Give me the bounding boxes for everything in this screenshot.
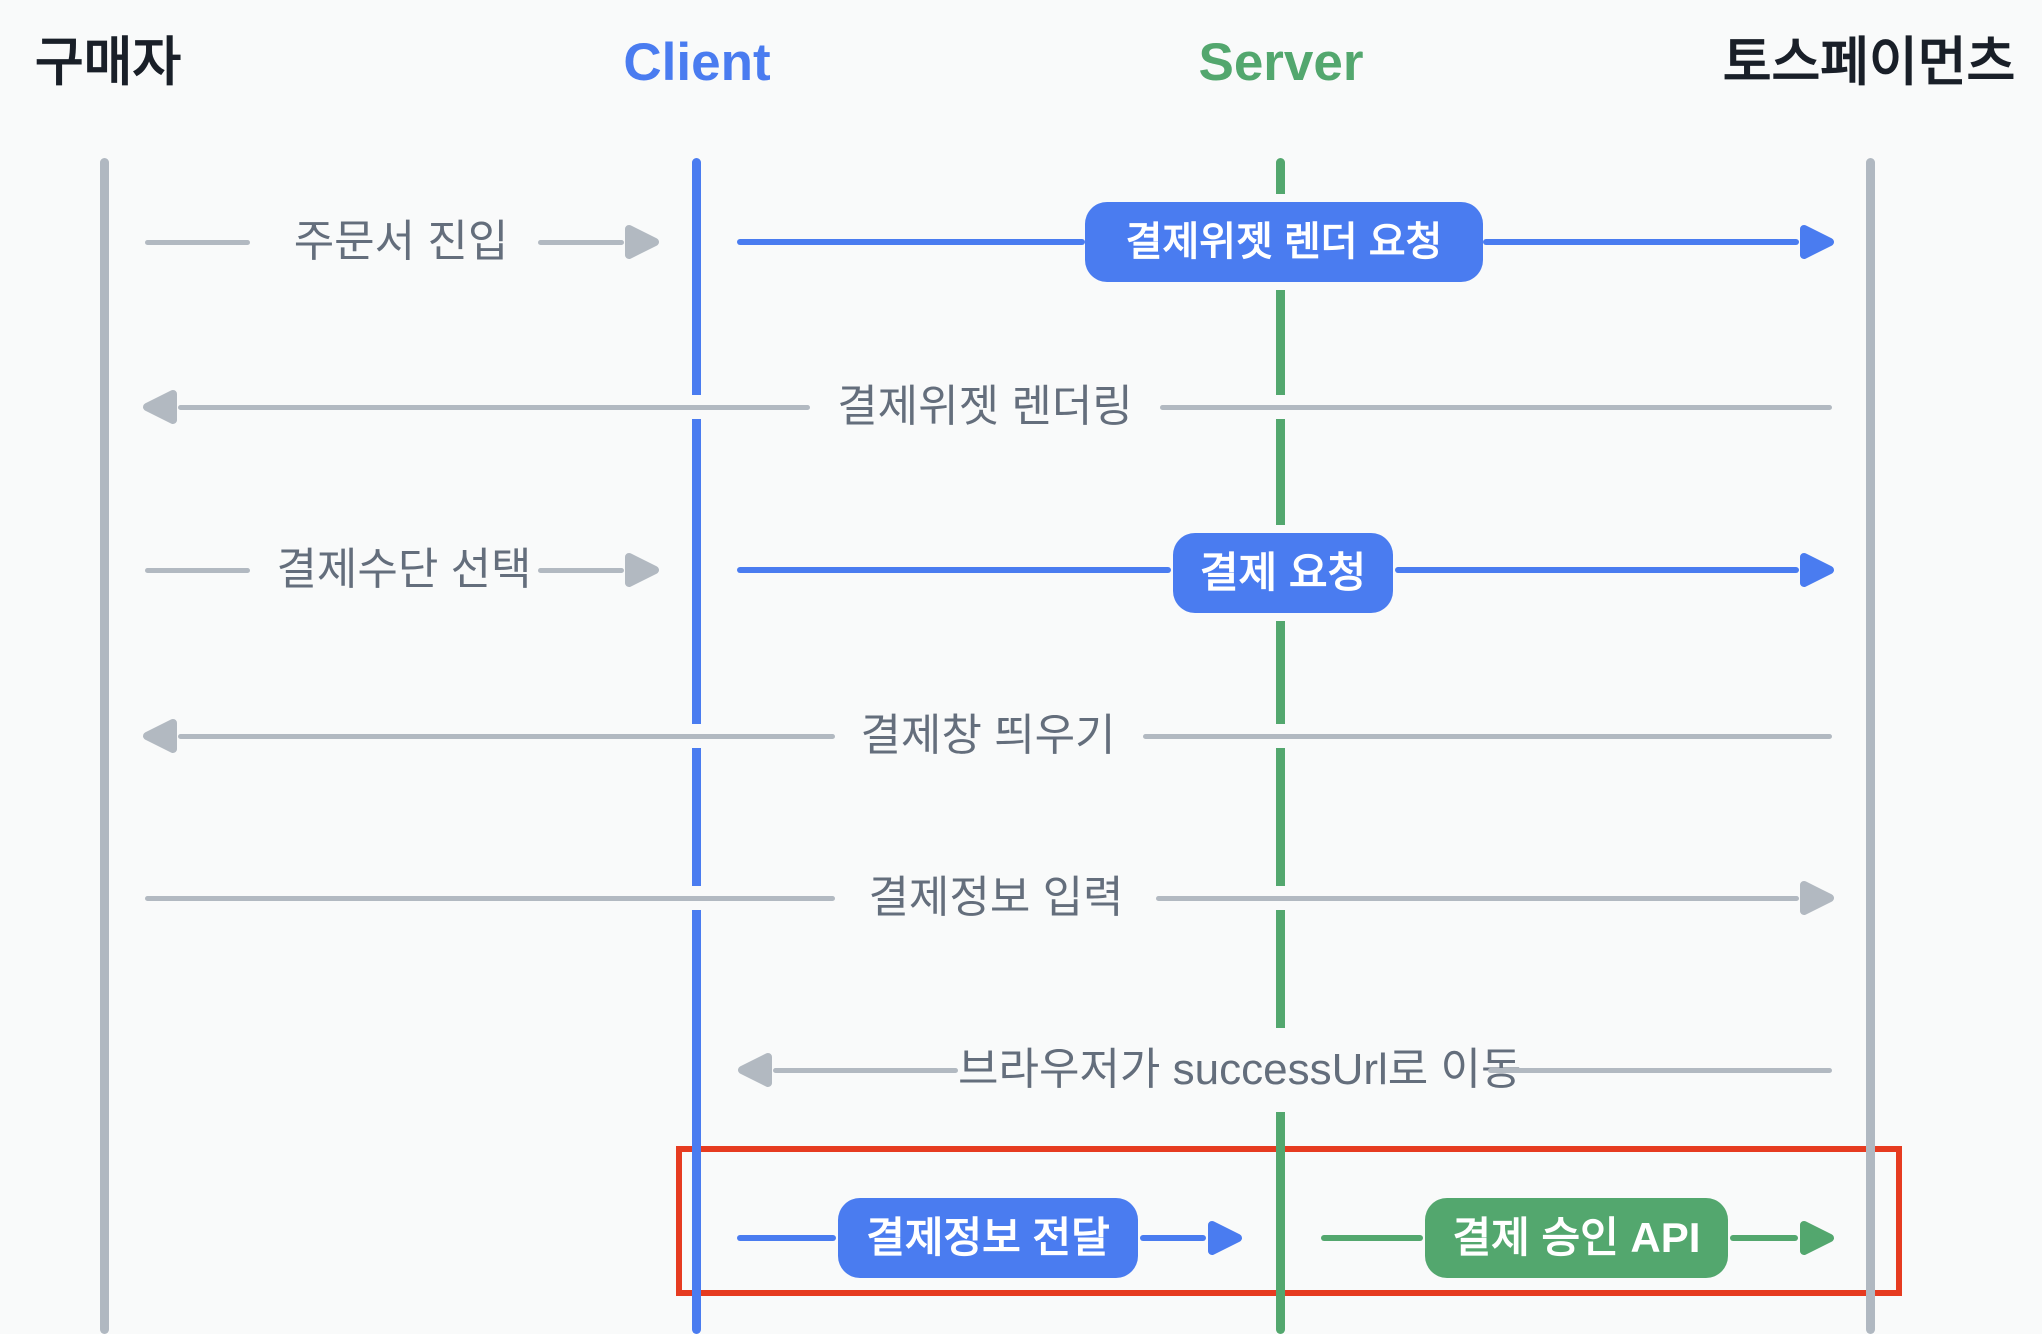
- message-line: [145, 896, 835, 901]
- message-label: 주문서 진입: [293, 217, 509, 266]
- lifeline-toss: [1866, 158, 1875, 1334]
- actor-header-client: Client: [623, 33, 771, 92]
- message-label: 결제수단 선택: [276, 545, 532, 594]
- message-line: [1140, 1235, 1206, 1241]
- message-line: [1730, 1235, 1798, 1241]
- message-line: [1488, 1068, 1832, 1073]
- message-line: [737, 1235, 836, 1241]
- message-label: 결제위젯 렌더링: [837, 382, 1133, 431]
- arrowhead-right-icon: [625, 225, 659, 259]
- message-line: [178, 734, 835, 739]
- message-line: [538, 240, 624, 245]
- message-line: [737, 567, 1171, 573]
- highlight-box: [676, 1146, 1902, 1296]
- lifeline-buyer: [100, 158, 109, 1334]
- message-line: [1160, 405, 1832, 410]
- message-label: 결제창 띄우기: [860, 711, 1116, 760]
- message-pill: 결제위젯 렌더 요청: [1085, 202, 1483, 282]
- arrowhead-right-icon: [1800, 1221, 1834, 1255]
- message-line: [538, 568, 624, 573]
- message-line: [1321, 1235, 1423, 1241]
- arrowhead-right-icon: [1208, 1221, 1242, 1255]
- arrowhead-right-icon: [1800, 225, 1834, 259]
- arrowhead-left-icon: [738, 1053, 772, 1087]
- actor-header-buyer: 구매자: [34, 33, 182, 92]
- arrowhead-right-icon: [1800, 881, 1834, 915]
- arrowhead-right-icon: [625, 553, 659, 587]
- message-pill: 결제 승인 API: [1425, 1198, 1728, 1278]
- message-pill: 결제정보 전달: [838, 1198, 1138, 1278]
- message-line: [737, 239, 1085, 245]
- actor-header-server: Server: [1198, 33, 1364, 92]
- message-line: [178, 405, 810, 410]
- message-pill: 결제 요청: [1173, 533, 1393, 613]
- message-line: [145, 240, 250, 245]
- message-label: 브라우저가 successUrl로 이동: [958, 1045, 1522, 1094]
- message-line: [1156, 896, 1799, 901]
- arrowhead-right-icon: [1800, 553, 1834, 587]
- arrowhead-left-icon: [143, 390, 177, 424]
- message-line: [1143, 734, 1832, 739]
- message-line: [773, 1068, 958, 1073]
- message-line: [1483, 239, 1799, 245]
- lifeline-gap: [1273, 1028, 1288, 1112]
- actor-header-toss: 토스페이먼츠: [1722, 33, 2016, 92]
- message-line: [1395, 567, 1799, 573]
- arrowhead-left-icon: [143, 719, 177, 753]
- message-line: [145, 568, 250, 573]
- message-label: 결제정보 입력: [868, 873, 1124, 922]
